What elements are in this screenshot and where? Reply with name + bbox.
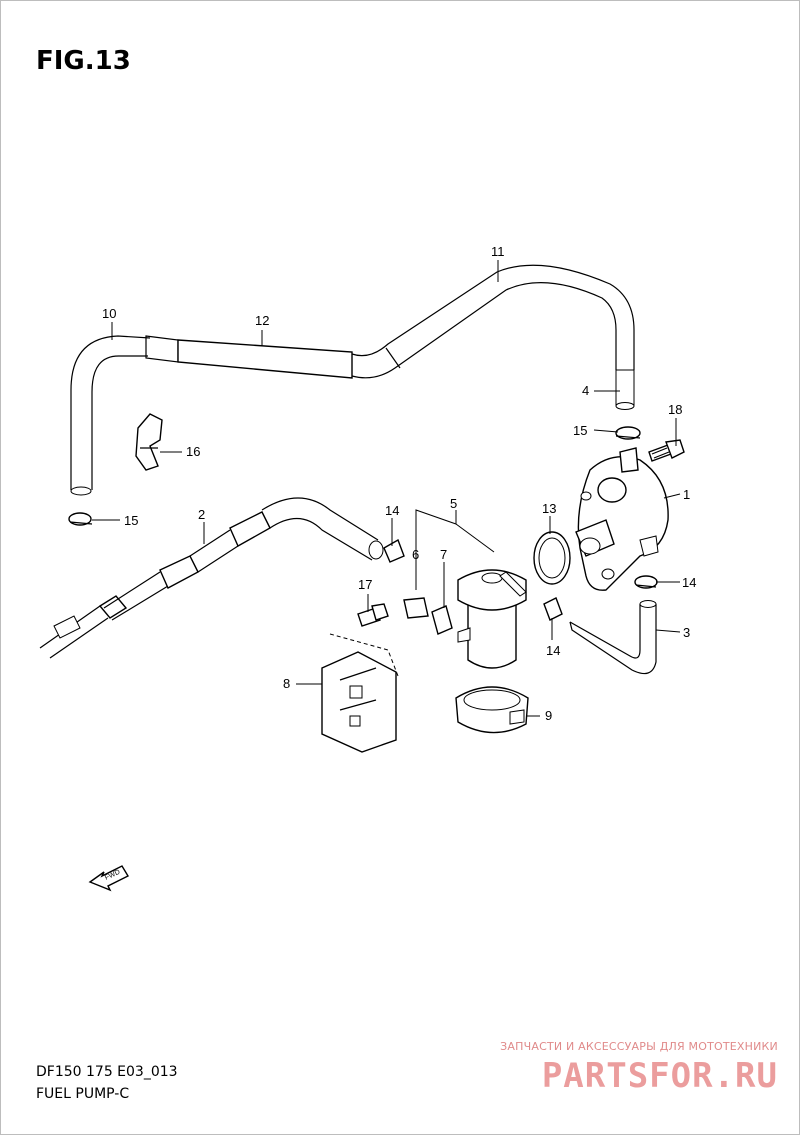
callout-6: 6 xyxy=(412,547,419,562)
callout-14-filter: 14 xyxy=(546,643,560,658)
clamp-14-pump xyxy=(634,575,658,589)
callout-10: 10 xyxy=(102,306,116,321)
clamp-14-right xyxy=(543,597,563,621)
watermark-caption: ЗАПЧАСТИ И АКСЕССУАРЫ ДЛЯ МОТОТЕХНИКИ xyxy=(500,1040,778,1053)
bolt-18 xyxy=(648,439,685,462)
callout-4: 4 xyxy=(582,383,589,398)
callout-3: 3 xyxy=(683,625,690,640)
filter-bracket-9 xyxy=(455,686,529,734)
hose-2 xyxy=(39,497,384,659)
callout-1: 1 xyxy=(683,487,690,502)
callout-14-hose: 14 xyxy=(385,503,399,518)
pipe-6 xyxy=(403,597,429,619)
clamp-7 xyxy=(431,605,453,635)
callout-16: 16 xyxy=(186,444,200,459)
fuel-filter-5 xyxy=(457,569,527,669)
upper-fuel-hose xyxy=(70,264,635,496)
drawing-code: DF150 175 E03_013 xyxy=(36,1064,178,1080)
callout-9: 9 xyxy=(545,708,552,723)
clamp-15-left xyxy=(68,512,93,526)
o-ring-13 xyxy=(533,531,571,585)
callout-11: 11 xyxy=(491,244,505,259)
watermark-logo: PARTSFOR.RU xyxy=(541,1056,778,1096)
clamp-15-right xyxy=(615,426,641,440)
fwd-arrow: FWD xyxy=(88,865,129,892)
callout-12: 12 xyxy=(255,313,269,328)
clamp-14-hose2 xyxy=(383,538,405,563)
callout-15-left: 15 xyxy=(124,513,138,528)
callout-14-pump: 14 xyxy=(682,575,696,590)
callout-7: 7 xyxy=(440,547,447,562)
hose-3 xyxy=(569,600,657,675)
callout-5: 5 xyxy=(450,496,457,511)
fuel-pump-1 xyxy=(575,447,669,591)
clamp-16 xyxy=(135,413,163,471)
bracket-8 xyxy=(321,633,399,753)
figure-title: FIG.13 xyxy=(36,46,131,76)
callout-2: 2 xyxy=(198,507,205,522)
drawing-name: FUEL PUMP-C xyxy=(36,1086,130,1102)
bolt-17 xyxy=(357,603,389,627)
callout-labels: 1 2 3 4 5 6 7 8 9 10 11 12 13 14 14 14 1… xyxy=(102,244,696,723)
callout-15-right: 15 xyxy=(573,423,587,438)
callout-18: 18 xyxy=(668,402,682,417)
callout-17: 17 xyxy=(358,577,372,592)
leader-lines xyxy=(92,260,681,717)
callout-8: 8 xyxy=(283,676,290,691)
callout-13: 13 xyxy=(542,501,556,516)
